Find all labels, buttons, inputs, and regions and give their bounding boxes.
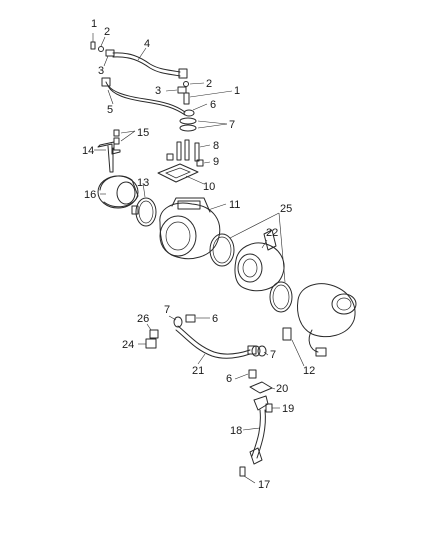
callout-14: 14 <box>82 145 94 157</box>
callout-5: 5 <box>107 104 113 116</box>
callout-7-upper: 7 <box>229 119 235 131</box>
callout-9: 9 <box>213 156 219 168</box>
callout-16: 16 <box>84 189 96 201</box>
part-15-bolts <box>113 129 136 145</box>
part-17-plug <box>239 466 256 484</box>
part-4-oil-feed-line <box>112 47 188 79</box>
part-16-heat-shield <box>97 175 139 209</box>
part-7-upper-gaskets <box>179 117 228 132</box>
part-3-lower-fitting <box>165 86 187 94</box>
callout-13: 13 <box>137 177 149 189</box>
callouts: 1 2 3 4 2 3 1 5 6 7 15 14 8 9 10 13 16 1… <box>82 18 315 491</box>
callout-26: 26 <box>137 313 149 325</box>
part-2-upper-washer <box>98 36 106 52</box>
part-8-studs <box>176 139 211 162</box>
part-24-adapter <box>138 338 157 349</box>
part-22-turbine-housing <box>234 229 285 292</box>
callout-6-mid: 6 <box>212 313 218 325</box>
part-3-upper-fitting <box>103 49 115 67</box>
part-25-clamp-upper <box>209 212 280 267</box>
callout-6-lower: 6 <box>226 373 232 385</box>
part-6-upper-banjo <box>183 103 208 117</box>
callout-6-upper: 6 <box>210 99 216 111</box>
callout-10: 10 <box>203 181 215 193</box>
callout-20: 20 <box>276 383 288 395</box>
part-2-lower-washer <box>183 81 205 87</box>
part-10-gasket <box>157 163 205 185</box>
callout-7-lower: 7 <box>270 349 276 361</box>
callout-1: 1 <box>91 18 97 30</box>
callout-17: 17 <box>258 479 270 491</box>
callout-12: 12 <box>303 365 315 377</box>
part-25-clamp-lower <box>269 212 293 313</box>
callout-25: 25 <box>280 203 292 215</box>
callout-7-mid: 7 <box>164 304 170 316</box>
callout-18: 18 <box>230 425 242 437</box>
callout-15: 15 <box>137 127 149 139</box>
part-18-drain-tube <box>242 395 269 465</box>
part-19-bolt <box>265 403 280 413</box>
part-14-bracket <box>94 141 121 173</box>
callout-2-lower: 2 <box>206 78 212 90</box>
part-1-upper-bolt <box>90 33 96 50</box>
callout-19: 19 <box>282 403 294 415</box>
callout-3-lower: 3 <box>155 85 161 97</box>
callout-3: 3 <box>98 65 104 77</box>
part-13-clamp <box>131 182 157 227</box>
callout-24: 24 <box>122 339 134 351</box>
callout-22: 22 <box>266 227 278 239</box>
part-7-mid-gaskets <box>168 315 183 328</box>
callout-21: 21 <box>192 365 204 377</box>
part-26-fitting <box>146 323 159 339</box>
part-9-nuts <box>166 153 211 167</box>
part-6-mid-bolt <box>185 314 210 323</box>
part-1-lower-bolt <box>183 90 233 105</box>
part-6-lower-bolt <box>234 369 257 380</box>
callout-4: 4 <box>144 38 150 50</box>
part-12-actuator-housing <box>282 283 357 367</box>
part-11-turbocharger <box>159 197 227 260</box>
part-7-lower-gaskets <box>251 345 269 357</box>
callout-1-lower: 1 <box>234 85 240 97</box>
callout-11: 11 <box>229 199 240 211</box>
callout-2: 2 <box>104 26 110 38</box>
part-20-gasket <box>249 381 276 394</box>
part-5-oil-return-line <box>101 77 186 116</box>
callout-8: 8 <box>213 140 219 152</box>
part-21-drain-line <box>175 325 257 365</box>
